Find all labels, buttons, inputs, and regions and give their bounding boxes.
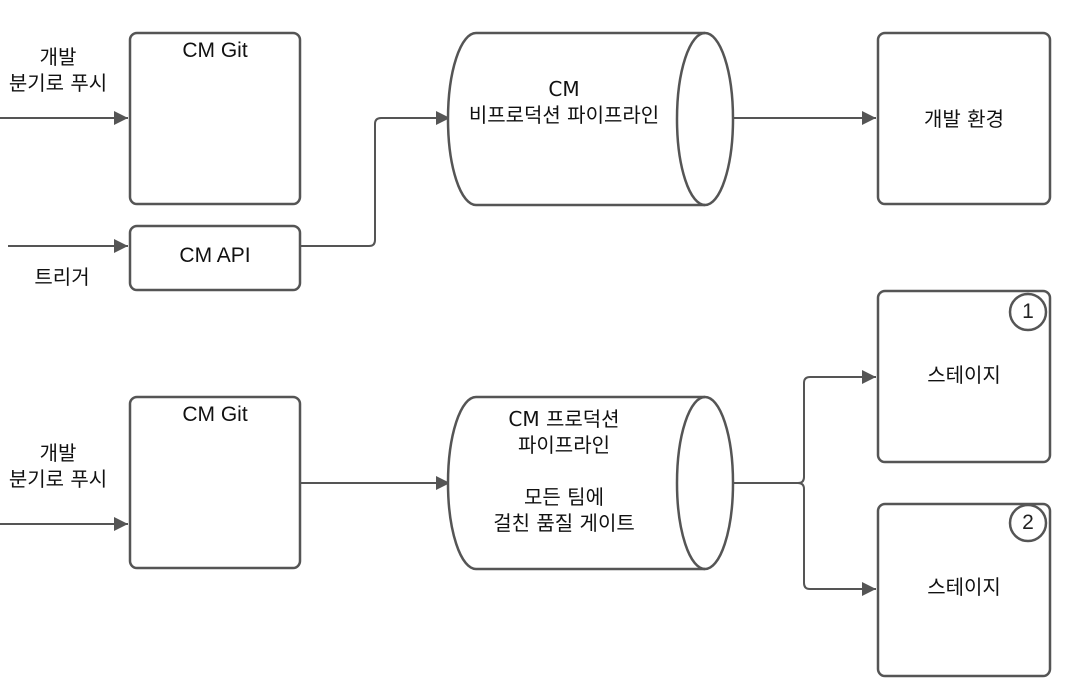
bottom-pipeline-label: CM 프로덕션 파이프라인 모든 팀에 걸친 품질 게이트 [448,406,680,536]
bottom-pipeline-to-stage1-connector [733,370,876,484]
bottom-input-label-line1: 개발 [39,441,77,465]
stage1-badge-circle [1008,292,1048,332]
trigger-label: 트리거 [34,265,90,289]
top-api-box [128,224,302,292]
top-input-label-line1: 개발 [39,45,77,69]
bottom-pipeline-to-stage2-connector [797,482,876,596]
top-api-to-pipeline-connector [300,111,450,247]
bottom-git-label: CM Git [182,403,248,426]
top-pipeline-cylinder [446,31,735,207]
stage2-label: 스테이지 [927,575,1001,599]
dev-environment-box [876,31,1052,206]
top-input-label: 개발 분기로 푸시 [0,44,116,96]
dev-environment-label: 개발 환경 [924,107,1004,131]
bottom-pipeline-label-line2: 파이프라인 [518,433,610,457]
stage1-badge-number: 1 [1022,300,1034,323]
bottom-pipeline-label-line3: 모든 팀에 [524,485,604,509]
stage2-box [876,502,1052,678]
stage2-badge-number: 2 [1022,511,1034,534]
top-pipeline-label-line1: CM [548,77,580,101]
stage1-box [876,289,1052,464]
bottom-pipeline-label-line1: CM 프로덕션 [508,407,620,431]
top-input-label-line2: 분기로 푸시 [8,71,108,95]
bottom-pipeline-cylinder [446,395,735,571]
top-git-label: CM Git [182,39,248,62]
top-git-box [128,31,302,206]
bottom-input-label-line2: 분기로 푸시 [8,467,108,491]
stage2-badge-circle [1008,503,1048,543]
top-pipeline-label: CM 비프로덕션 파이프라인 [448,76,680,128]
stage1-label: 스테이지 [927,363,1001,387]
bottom-pipeline-label-spacer [448,458,680,484]
bottom-input-label: 개발 분기로 푸시 [0,440,116,492]
top-pipeline-label-line2: 비프로덕션 파이프라인 [468,103,660,127]
top-api-label: CM API [179,244,251,267]
bottom-pipeline-label-line4: 걸친 품질 게이트 [493,511,635,535]
